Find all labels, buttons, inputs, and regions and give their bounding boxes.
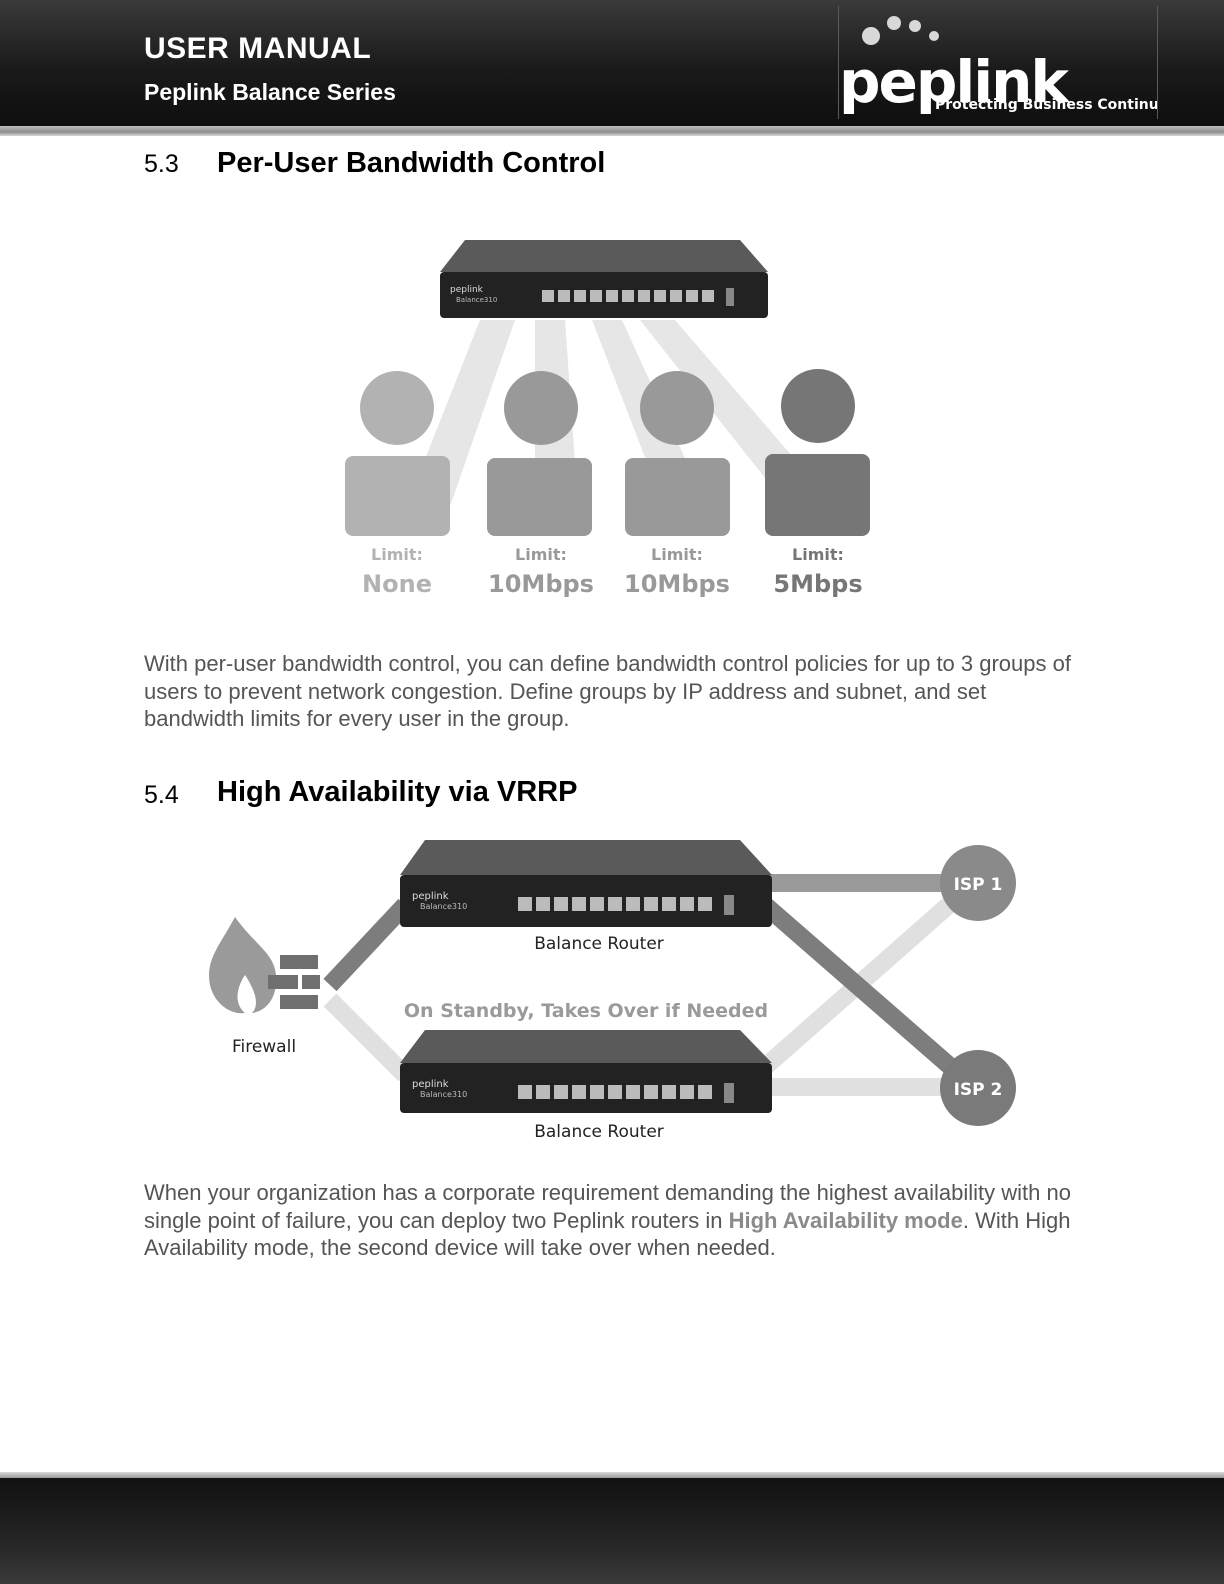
balance-router-standby: peplink Balance310 Balance Router bbox=[400, 1030, 772, 1142]
svg-text:Limit:: Limit: bbox=[651, 545, 703, 564]
firewall-label: Firewall bbox=[232, 1037, 296, 1057]
peplink-logo: peplink Protecting Business Continuity bbox=[838, 6, 1179, 119]
isp-2-node: ISP 2 bbox=[940, 1050, 1016, 1126]
user-group-4: Limit: 5Mbps bbox=[765, 369, 870, 598]
svg-text:10Mbps: 10Mbps bbox=[624, 570, 730, 598]
bandwidth-control-figure: peplink Balance310 Limit: None Limit: 10… bbox=[345, 240, 870, 598]
header-divider bbox=[0, 126, 1224, 136]
document-title: USER MANUAL bbox=[144, 32, 372, 65]
svg-text:Balance310: Balance310 bbox=[456, 296, 497, 304]
svg-text:None: None bbox=[362, 570, 432, 598]
svg-text:ISP 2: ISP 2 bbox=[954, 1080, 1003, 1100]
svg-text:Limit:: Limit: bbox=[515, 545, 567, 564]
svg-text:Balance310: Balance310 bbox=[420, 1090, 467, 1099]
svg-text:10Mbps: 10Mbps bbox=[488, 570, 594, 598]
isp-1-node: ISP 1 bbox=[940, 845, 1016, 921]
user-group-3: Limit: 10Mbps bbox=[624, 371, 730, 598]
router-device: peplink Balance310 bbox=[440, 240, 768, 318]
document-subtitle: Peplink Balance Series bbox=[144, 79, 396, 105]
standby-label: On Standby, Takes Over if Needed bbox=[404, 1000, 768, 1022]
section-paragraph: With per-user bandwidth control, you can… bbox=[144, 651, 1071, 731]
user-group-2: Limit: 10Mbps bbox=[487, 371, 594, 598]
section-paragraph: When your organization has a corporate r… bbox=[144, 1180, 1071, 1260]
svg-text:ISP 1: ISP 1 bbox=[954, 875, 1003, 895]
balance-router-primary: peplink Balance310 Balance Router bbox=[400, 840, 772, 954]
svg-text:Limit:: Limit: bbox=[371, 545, 423, 564]
logo-text: peplink bbox=[839, 48, 1070, 116]
user-icon bbox=[504, 371, 578, 445]
section-title: Per-User Bandwidth Control bbox=[217, 147, 606, 179]
page-footer bbox=[0, 1478, 1224, 1584]
svg-text:peplink: peplink bbox=[412, 891, 449, 902]
section-number: 5.3 bbox=[144, 150, 179, 178]
svg-text:peplink: peplink bbox=[412, 1079, 449, 1090]
svg-text:5Mbps: 5Mbps bbox=[773, 570, 862, 598]
user-icon bbox=[781, 369, 855, 443]
section-title: High Availability via VRRP bbox=[217, 776, 578, 808]
user-icon bbox=[640, 371, 714, 445]
highlight-text: High Availability mode bbox=[728, 1207, 963, 1233]
user-group-1: Limit: None bbox=[345, 371, 450, 598]
svg-text:Limit:: Limit: bbox=[792, 545, 844, 564]
page-header: USER MANUAL Peplink Balance Series pepli… bbox=[0, 0, 1224, 126]
logo-tagline: Protecting Business Continuity bbox=[935, 97, 1157, 113]
router-label: Balance Router bbox=[534, 934, 664, 954]
section-number: 5.4 bbox=[144, 781, 179, 809]
footer-divider bbox=[0, 1472, 1224, 1478]
high-availability-figure: Firewall peplink Balance310 Balance Rout… bbox=[209, 840, 1016, 1142]
svg-text:Balance310: Balance310 bbox=[420, 902, 467, 911]
firewall-icon: Firewall bbox=[209, 917, 320, 1057]
router-label: Balance Router bbox=[534, 1122, 664, 1142]
user-icon bbox=[360, 371, 434, 445]
svg-text:peplink: peplink bbox=[450, 285, 484, 295]
